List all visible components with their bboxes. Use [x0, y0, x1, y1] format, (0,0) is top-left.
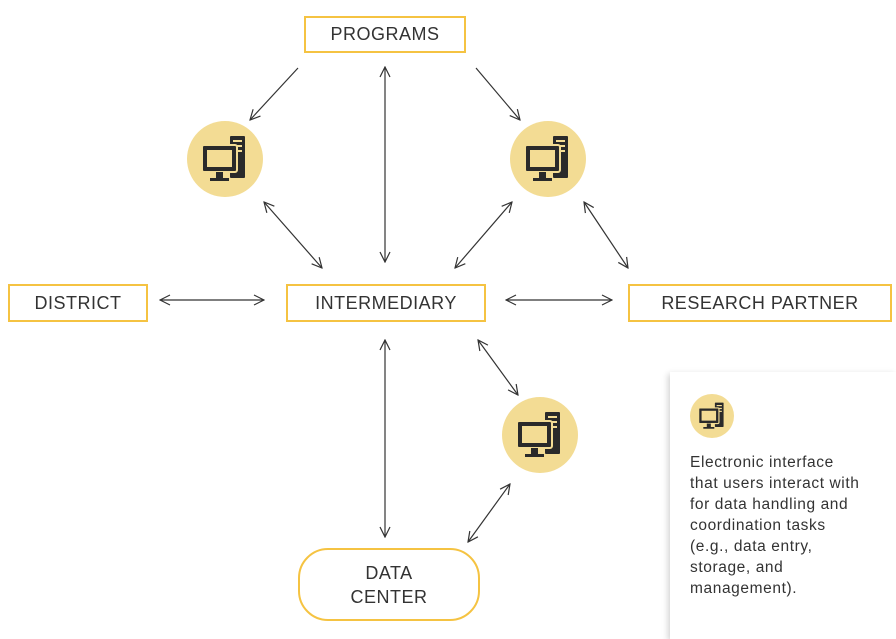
node-programs-label: PROGRAMS [330, 24, 440, 44]
legend-panel: Electronic interface that users interact… [670, 372, 896, 639]
arrow-programs-to-left-interface [250, 67, 299, 120]
legend-description: Electronic interface that users interact… [690, 454, 860, 597]
node-intermediary: INTERMEDIARY [286, 284, 486, 322]
node-research-partner-label: RESEARCH PARTNER [661, 292, 859, 313]
node-district-label: DISTRICT [34, 292, 122, 313]
node-data-center-label-line1: DATA [365, 562, 413, 583]
arrow-programs-to-right-interface [475, 67, 520, 120]
node-programs: PROGRAMS [304, 16, 466, 53]
node-district: DISTRICT [8, 284, 148, 322]
arrow-left-interface-intermediary [264, 202, 322, 268]
computer-icon [510, 121, 586, 197]
arrow-right-interface-research [584, 202, 628, 268]
computer-icon [502, 397, 578, 473]
arrow-intermediary-bottom-interface [478, 340, 518, 395]
computer-icon [187, 121, 263, 197]
node-data-center-label-line2: CENTER [350, 586, 428, 607]
node-intermediary-label: INTERMEDIARY [315, 292, 457, 313]
node-data-center: DATA CENTER [298, 548, 480, 621]
arrow-bottom-interface-datacenter [468, 484, 510, 542]
arrow-right-interface-intermediary [455, 202, 512, 268]
node-research-partner: RESEARCH PARTNER [628, 284, 892, 322]
computer-icon [690, 394, 734, 438]
